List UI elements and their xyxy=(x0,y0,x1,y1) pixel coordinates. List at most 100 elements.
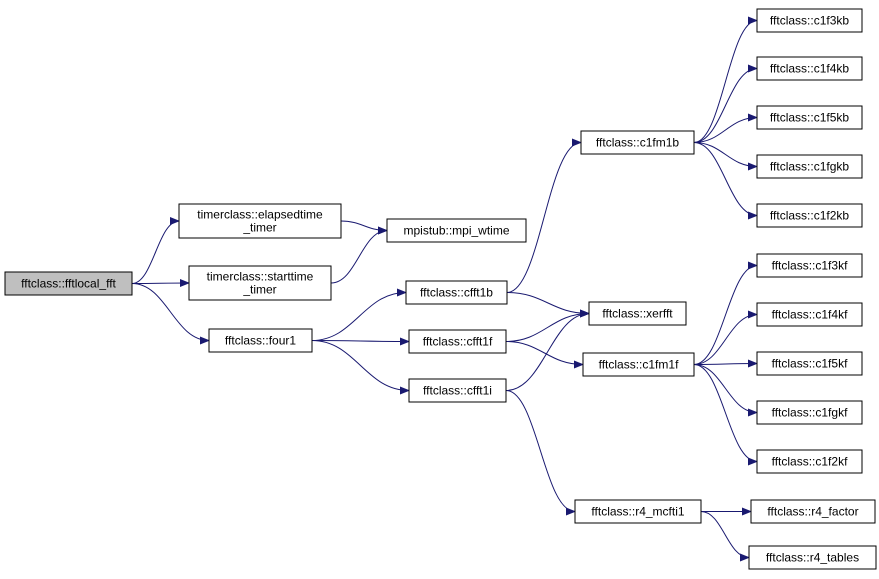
node-box xyxy=(748,545,877,570)
node-label: _timer xyxy=(242,283,276,297)
node-box xyxy=(580,130,695,155)
node-elapsedtime-timer[interactable]: timerclass::elapsedtime_timer xyxy=(178,203,342,239)
node-box xyxy=(750,499,876,524)
edge-r4_mcfti1-to-r4_tables xyxy=(700,511,750,562)
edge-four1-to-cfft1f xyxy=(311,337,410,346)
edge-fftlocal_fft-to-four1 xyxy=(131,283,210,345)
node-label: fftclass::fftlocal_fft xyxy=(21,277,116,291)
edge-four1-to-cfft1i xyxy=(311,340,410,395)
node-box xyxy=(756,351,863,376)
node-label: fftclass::r4_factor xyxy=(767,505,858,519)
edge-arrow xyxy=(693,64,758,143)
edge-arrow xyxy=(693,113,758,143)
edge-c1fm1b-to-c1f2kb xyxy=(693,142,758,220)
node-box xyxy=(756,253,863,278)
node-box xyxy=(756,154,863,179)
node-c1fgkb[interactable]: fftclass::c1fgkb xyxy=(756,154,863,179)
node-c1f2kf[interactable]: fftclass::c1f2kf xyxy=(756,449,863,474)
node-label: fftclass::c1f5kf xyxy=(772,357,848,371)
node-c1f4kb[interactable]: fftclass::c1f4kb xyxy=(756,56,863,81)
edge-arrow xyxy=(131,217,180,284)
node-layer: fftclass::fftlocal_fft timerclass::elapse… xyxy=(4,8,877,570)
node-label: timerclass::elapsedtime xyxy=(197,208,323,222)
node-label: fftclass::c1f2kb xyxy=(770,209,849,223)
edge-arrow xyxy=(505,390,576,516)
edge-arrow xyxy=(506,292,590,318)
node-c1f4kf[interactable]: fftclass::c1f4kf xyxy=(756,302,863,327)
edge-arrow xyxy=(693,359,758,368)
node-c1fm1b[interactable]: fftclass::c1fm1b xyxy=(580,130,695,155)
node-box xyxy=(178,203,342,239)
node-r4-factor[interactable]: fftclass::r4_factor xyxy=(750,499,876,524)
edge-fftlocal_fft-to-elapsedtime_timer xyxy=(131,217,180,284)
node-label: fftclass::cfft1i xyxy=(423,384,492,398)
node-box xyxy=(188,265,332,301)
node-c1f2kb[interactable]: fftclass::c1f2kb xyxy=(756,203,863,228)
edge-arrow xyxy=(505,309,590,391)
node-label: fftclass::c1fgkf xyxy=(772,406,848,420)
node-box xyxy=(756,56,863,81)
edge-starttime_timer-to-mpi_wtime xyxy=(330,226,388,284)
edge-arrow xyxy=(693,364,758,417)
edge-arrow xyxy=(340,220,388,235)
node-box xyxy=(588,301,687,326)
edge-four1-to-cfft1b xyxy=(311,288,407,341)
edge-cfft1b-to-xerfft xyxy=(506,292,590,318)
node-cfft1b[interactable]: fftclass::cfft1b xyxy=(405,280,508,305)
node-c1f3kb[interactable]: fftclass::c1f3kb xyxy=(756,8,863,33)
node-label: fftclass::xerfft xyxy=(602,307,673,321)
node-label: mpistub::mpi_wtime xyxy=(403,224,509,238)
edge-layer xyxy=(131,16,758,562)
node-box xyxy=(208,328,313,353)
node-r4-tables[interactable]: fftclass::r4_tables xyxy=(748,545,877,570)
edge-arrow xyxy=(693,142,758,171)
node-starttime-timer[interactable]: timerclass::starttime_timer xyxy=(188,265,332,301)
node-xerfft[interactable]: fftclass::xerfft xyxy=(588,301,687,326)
edge-c1fm1f-to-c1f3kf xyxy=(693,261,758,365)
edge-c1fm1b-to-c1fgkb xyxy=(693,142,758,171)
node-label: fftclass::c1fm1b xyxy=(596,136,679,150)
edge-cfft1f-to-xerfft xyxy=(505,309,590,342)
edge-c1fm1f-to-c1fgkf xyxy=(693,364,758,417)
node-c1f5kb[interactable]: fftclass::c1f5kb xyxy=(756,105,863,130)
edge-cfft1b-to-c1fm1b xyxy=(506,138,582,293)
edge-c1fm1f-to-c1f4kf xyxy=(693,310,758,365)
node-label: fftclass::cfft1f xyxy=(423,335,493,349)
node-label: fftclass::c1fm1f xyxy=(599,358,679,372)
node-label: fftclass::four1 xyxy=(225,334,296,348)
node-box xyxy=(408,329,507,354)
node-cfft1f[interactable]: fftclass::cfft1f xyxy=(408,329,507,354)
edge-arrow xyxy=(505,309,590,342)
node-box xyxy=(756,400,863,425)
edge-fftlocal_fft-to-starttime_timer xyxy=(131,279,190,288)
node-box xyxy=(405,280,508,305)
edge-arrow xyxy=(693,310,758,365)
node-c1f3kf[interactable]: fftclass::c1f3kf xyxy=(756,253,863,278)
node-cfft1i[interactable]: fftclass::cfft1i xyxy=(408,378,507,403)
edge-arrow xyxy=(131,283,210,345)
node-c1f5kf[interactable]: fftclass::c1f5kf xyxy=(756,351,863,376)
node-box xyxy=(756,105,863,130)
edge-arrow xyxy=(693,261,758,365)
node-c1fgkf[interactable]: fftclass::c1fgkf xyxy=(756,400,863,425)
node-c1fm1f[interactable]: fftclass::c1fm1f xyxy=(582,352,695,377)
node-box xyxy=(408,378,507,403)
edge-c1fm1b-to-c1f4kb xyxy=(693,64,758,143)
node-label: fftclass::c1fgkb xyxy=(770,160,849,174)
edge-arrow xyxy=(131,279,190,288)
node-box xyxy=(756,203,863,228)
edge-c1fm1f-to-c1f5kf xyxy=(693,359,758,368)
node-four1[interactable]: fftclass::four1 xyxy=(208,328,313,353)
edge-elapsedtime_timer-to-mpi_wtime xyxy=(340,220,388,235)
edge-arrow xyxy=(330,226,388,284)
node-fftlocal-fft[interactable]: fftclass::fftlocal_fft xyxy=(4,271,133,296)
edge-cfft1i-to-xerfft xyxy=(505,309,590,391)
edge-arrow xyxy=(506,138,582,293)
edge-arrow xyxy=(311,337,410,346)
node-mpi-wtime[interactable]: mpistub::mpi_wtime xyxy=(386,218,527,243)
node-r4-mcfti1[interactable]: fftclass::r4_mcfti1 xyxy=(574,499,702,524)
node-box xyxy=(756,449,863,474)
node-box xyxy=(574,499,702,524)
node-box xyxy=(756,302,863,327)
